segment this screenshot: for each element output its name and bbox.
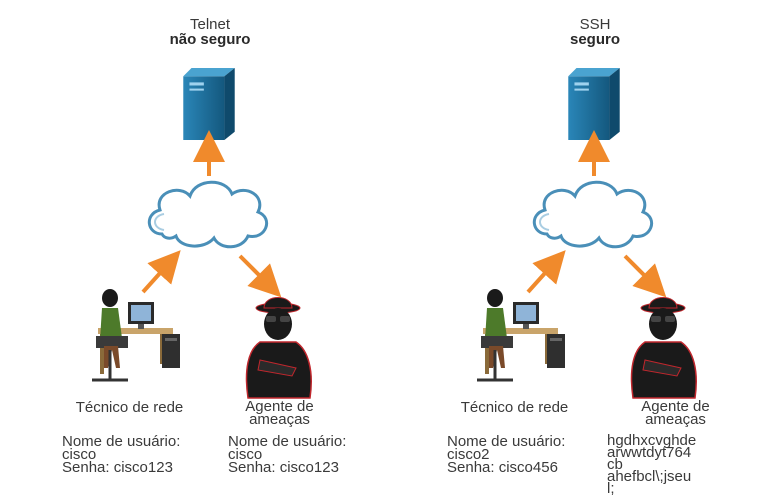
password-value: Senha: cisco123	[62, 459, 173, 476]
technician-label-left: Técnico de rede	[75, 399, 184, 416]
threat-actor-label-left-line2: ameaças	[249, 411, 310, 428]
threat-actor-icon-right	[630, 296, 697, 399]
cloud-icon-right	[532, 180, 654, 249]
ssh-title: SSH seguro	[515, 17, 675, 47]
threat-actor-label-left: Agente de ameaças	[232, 398, 327, 428]
ssh-protocol-label: SSH	[579, 16, 611, 33]
technician-icon-left	[90, 288, 182, 382]
attacker-credentials-left: Nome de usuário: cisco Senha: cisco123	[228, 433, 347, 476]
username-label: Nome de usuário:	[62, 433, 181, 450]
arrow-tech-to-cloud-left	[141, 250, 181, 294]
threat-actor-label-right: Agente de ameaças	[628, 398, 723, 428]
password-value: Senha: cisco123	[228, 459, 339, 476]
username-value: cisco2	[447, 446, 490, 463]
username-value: cisco	[228, 446, 263, 463]
arrow-cloud-to-attacker-left	[238, 254, 282, 298]
username-value: cisco	[62, 446, 97, 463]
username-label: Nome de usuário:	[228, 433, 347, 450]
technician-label-right: Técnico de rede	[460, 399, 569, 416]
threat-actor-icon-left	[245, 296, 312, 399]
encrypted-line: l;	[607, 480, 615, 497]
telnet-protocol-label: Telnet	[189, 16, 231, 33]
tech-credentials-right: Nome de usuário: cisco2 Senha: cisco456	[447, 433, 566, 476]
arrow-cloud-to-attacker-right	[623, 254, 667, 298]
threat-actor-label-right-line2: ameaças	[645, 411, 706, 428]
telnet-title: Telnet não seguro	[130, 17, 290, 47]
ssh-security-label: seguro	[569, 31, 620, 48]
threat-actor-label-left-line1: Agente de	[245, 398, 314, 415]
encrypted-line: hgdhxcvghde	[607, 432, 697, 449]
encrypted-line: arwwtdyt764	[607, 444, 692, 461]
telnet-server-icon	[183, 68, 235, 140]
encrypted-line: ahefbcl\;jseu	[607, 468, 692, 485]
encrypted-line: cb	[607, 456, 623, 473]
ssh-server-icon	[568, 68, 620, 140]
password-value: Senha: cisco456	[447, 459, 558, 476]
encrypted-capture-right: hgdhxcvghde arwwtdyt764 cb ahefbcl\;jseu…	[607, 432, 697, 497]
tech-credentials-left: Nome de usuário: cisco Senha: cisco123	[62, 433, 181, 476]
username-label: Nome de usuário:	[447, 433, 566, 450]
technician-icon-right	[475, 288, 567, 382]
cloud-icon-left	[147, 180, 269, 249]
threat-actor-label-right-line1: Agente de	[641, 398, 710, 415]
arrow-tech-to-cloud-right	[526, 250, 566, 294]
telnet-security-label: não seguro	[169, 31, 251, 48]
